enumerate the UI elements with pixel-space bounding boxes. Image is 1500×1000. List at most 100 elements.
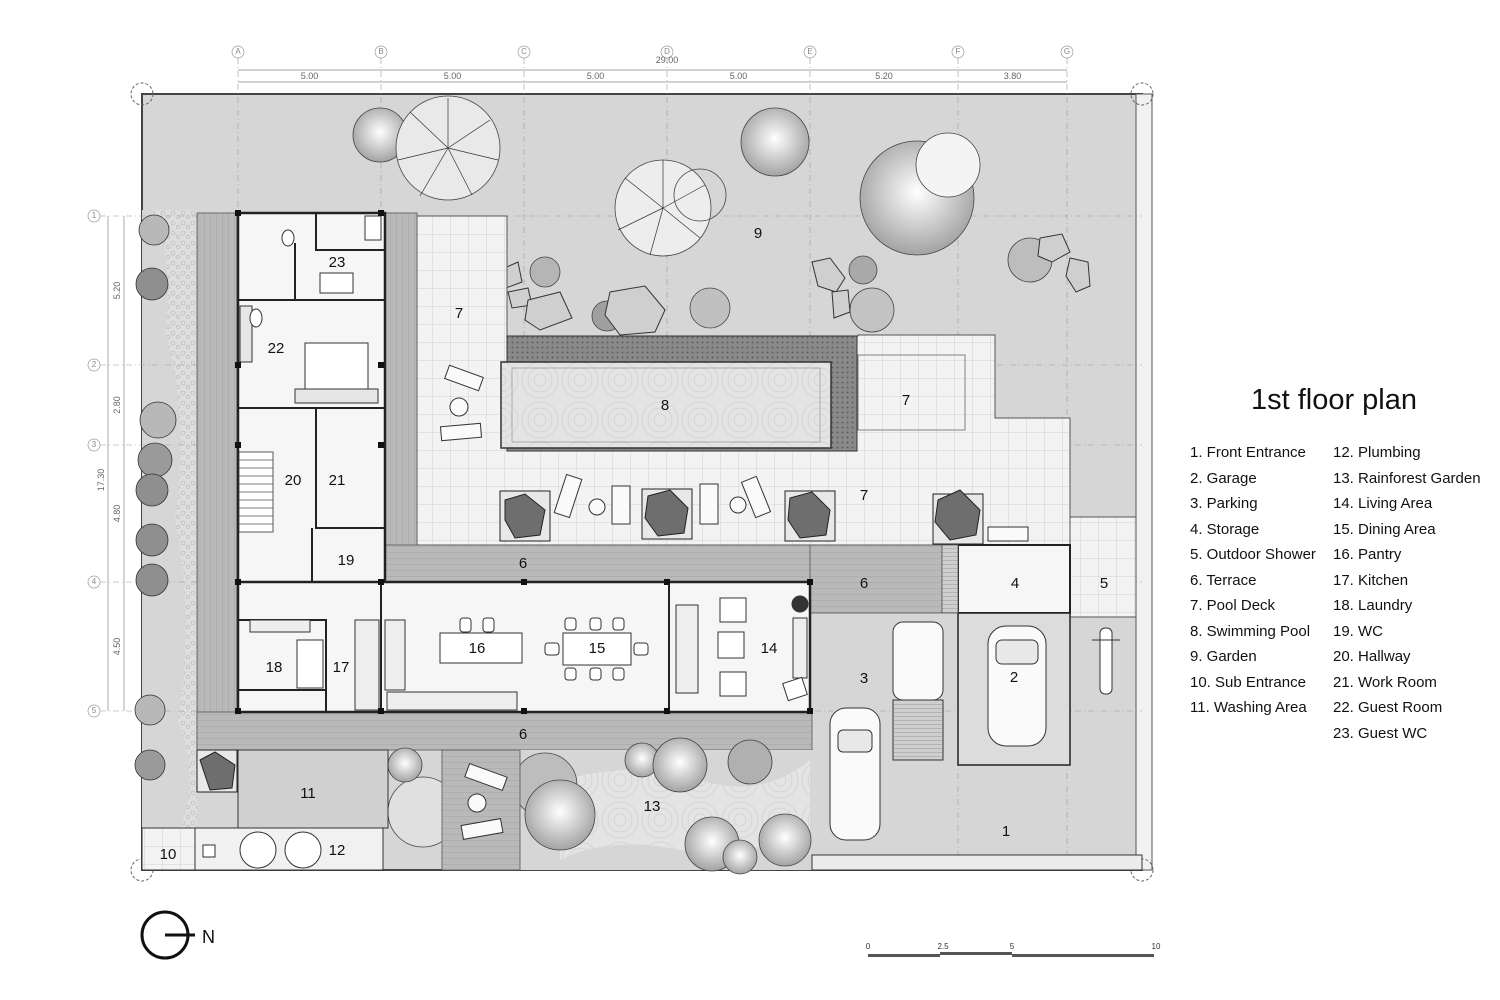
north-label: N xyxy=(202,927,215,947)
pool-deck-nook xyxy=(857,354,966,431)
legend-item-23: 23. Guest WC xyxy=(1333,724,1428,742)
lawn-left xyxy=(142,210,190,828)
room-label-1: 1 xyxy=(1002,823,1010,840)
left-dimension-4: 4.50 xyxy=(112,638,122,656)
top-dimension-chain xyxy=(238,69,1067,83)
room-label-19: 19 xyxy=(338,552,355,569)
room-label-11: 11 xyxy=(300,785,316,802)
grid-col-label-B: B xyxy=(378,47,383,56)
top-total-dimension: 29.00 xyxy=(656,55,679,65)
scale-label-2: 5 xyxy=(1010,942,1015,951)
scale-label-0: 0 xyxy=(866,942,871,951)
boundary-trees xyxy=(134,214,177,781)
legend-item-1: 1. Front Entrance xyxy=(1190,444,1306,461)
legend-item-7: 7. Pool Deck xyxy=(1190,597,1276,614)
grid-col-marker-B xyxy=(374,45,388,59)
grid-row-label-5: 5 xyxy=(92,706,97,715)
garden-loungers xyxy=(460,762,508,840)
legend-item-19: 19. WC xyxy=(1333,622,1384,640)
legend-item-4: 4. Storage xyxy=(1190,520,1260,538)
terrace-east-deck xyxy=(809,544,943,614)
grid-row-marker-1 xyxy=(87,209,101,223)
north-arrow: N xyxy=(140,910,215,960)
top-dimension-4: 5.00 xyxy=(730,71,748,81)
scale-label-3: 10 xyxy=(1152,942,1161,951)
room-label-21: 21 xyxy=(329,472,346,489)
legend-item-12: 12. Plumbing xyxy=(1333,444,1421,461)
left-dimension-chain xyxy=(107,216,125,711)
grid-col-label-G: G xyxy=(1064,47,1070,56)
plumbing-tanks xyxy=(202,831,322,869)
staircase xyxy=(238,451,274,533)
top-dimension-3: 5.00 xyxy=(587,71,605,81)
grid-col-marker-G xyxy=(1060,45,1074,59)
outdoor-shower-tiles xyxy=(1069,516,1137,618)
grid-col-label-E: E xyxy=(807,47,812,56)
room-label-12: 12 xyxy=(329,842,346,859)
grid-col-marker-E xyxy=(803,45,817,59)
left-dimension-1: 5.20 xyxy=(112,282,122,300)
grid-col-label-C: C xyxy=(521,47,527,56)
site-boundary-east xyxy=(1135,93,1153,871)
top-dimension-2: 5.00 xyxy=(444,71,462,81)
legend-item-14: 14. Living Area xyxy=(1333,495,1433,512)
legend-item-20: 20. Hallway xyxy=(1333,648,1411,665)
living-wing-furniture xyxy=(249,595,809,711)
grid-row-marker-5 xyxy=(87,704,101,718)
terrace-north-deck xyxy=(384,212,418,584)
swimming-pool-water xyxy=(500,361,832,449)
scale-label-1: 2.5 xyxy=(937,942,949,951)
washing-area xyxy=(237,749,389,829)
room-label-6-east: 6 xyxy=(860,575,868,592)
room-label-7-south: 7 xyxy=(860,487,868,504)
grid-col-label-A: A xyxy=(235,47,241,56)
scale-bar-segment-3 xyxy=(1012,954,1154,957)
room-label-22: 22 xyxy=(268,340,285,357)
legend-item-6: 6. Terrace xyxy=(1190,571,1257,589)
scale-bar: 0 2.5 5 10 xyxy=(866,942,1161,957)
top-dimension-1: 5.00 xyxy=(301,71,319,81)
legend-item-9: 9. Garden xyxy=(1190,648,1257,665)
swimming-pool-inner xyxy=(511,367,821,443)
room-label-2: 2 xyxy=(1010,669,1018,686)
living-wing-interior xyxy=(236,580,812,714)
left-dimension-3: 4.80 xyxy=(112,505,122,523)
room-label-7-east: 7 xyxy=(902,392,910,409)
grid-row-marker-4 xyxy=(87,575,101,589)
grid-col-marker-D xyxy=(660,45,674,59)
room-label-18: 18 xyxy=(266,659,283,676)
grid-row-marker-2 xyxy=(87,358,101,372)
grid-col-label-D: D xyxy=(664,47,670,56)
legend-item-22: 22. Guest Room xyxy=(1333,699,1443,716)
legend-item-5: 5. Outdoor Shower xyxy=(1190,546,1316,563)
grid-row-label-3: 3 xyxy=(92,440,97,449)
washing-planter-rocks xyxy=(199,751,236,791)
room-label-6-south: 6 xyxy=(519,726,527,743)
room-label-4: 4 xyxy=(1011,575,1019,592)
terrace-west-deck xyxy=(196,212,238,749)
guest-room-furniture xyxy=(239,215,382,404)
room-label-23: 23 xyxy=(329,254,346,271)
deck-furniture xyxy=(439,364,1029,542)
room-labels: 1 2 3 4 5 6 6 6 7 7 7 8 9 10 11 12 13 14… xyxy=(160,225,1109,863)
legend-item-15: 15. Dining Area xyxy=(1333,520,1436,538)
terrace-south-deck xyxy=(196,711,813,751)
parking-strip xyxy=(941,544,959,614)
grid-row-marker-3 xyxy=(87,438,101,452)
room-label-15: 15 xyxy=(589,640,606,657)
room-label-5: 5 xyxy=(1100,575,1108,592)
legend-item-10: 10. Sub Entrance xyxy=(1190,673,1306,691)
room-label-13: 13 xyxy=(644,798,661,815)
legend-item-11: 11. Washing Area xyxy=(1190,699,1307,716)
storage-room xyxy=(957,544,1071,614)
room-label-8: 8 xyxy=(661,397,669,414)
room-label-7-north: 7 xyxy=(455,305,463,322)
garden-trees xyxy=(352,95,1053,333)
scale-bar-segment-1 xyxy=(868,954,940,957)
grid-row-label-1: 1 xyxy=(92,211,97,220)
